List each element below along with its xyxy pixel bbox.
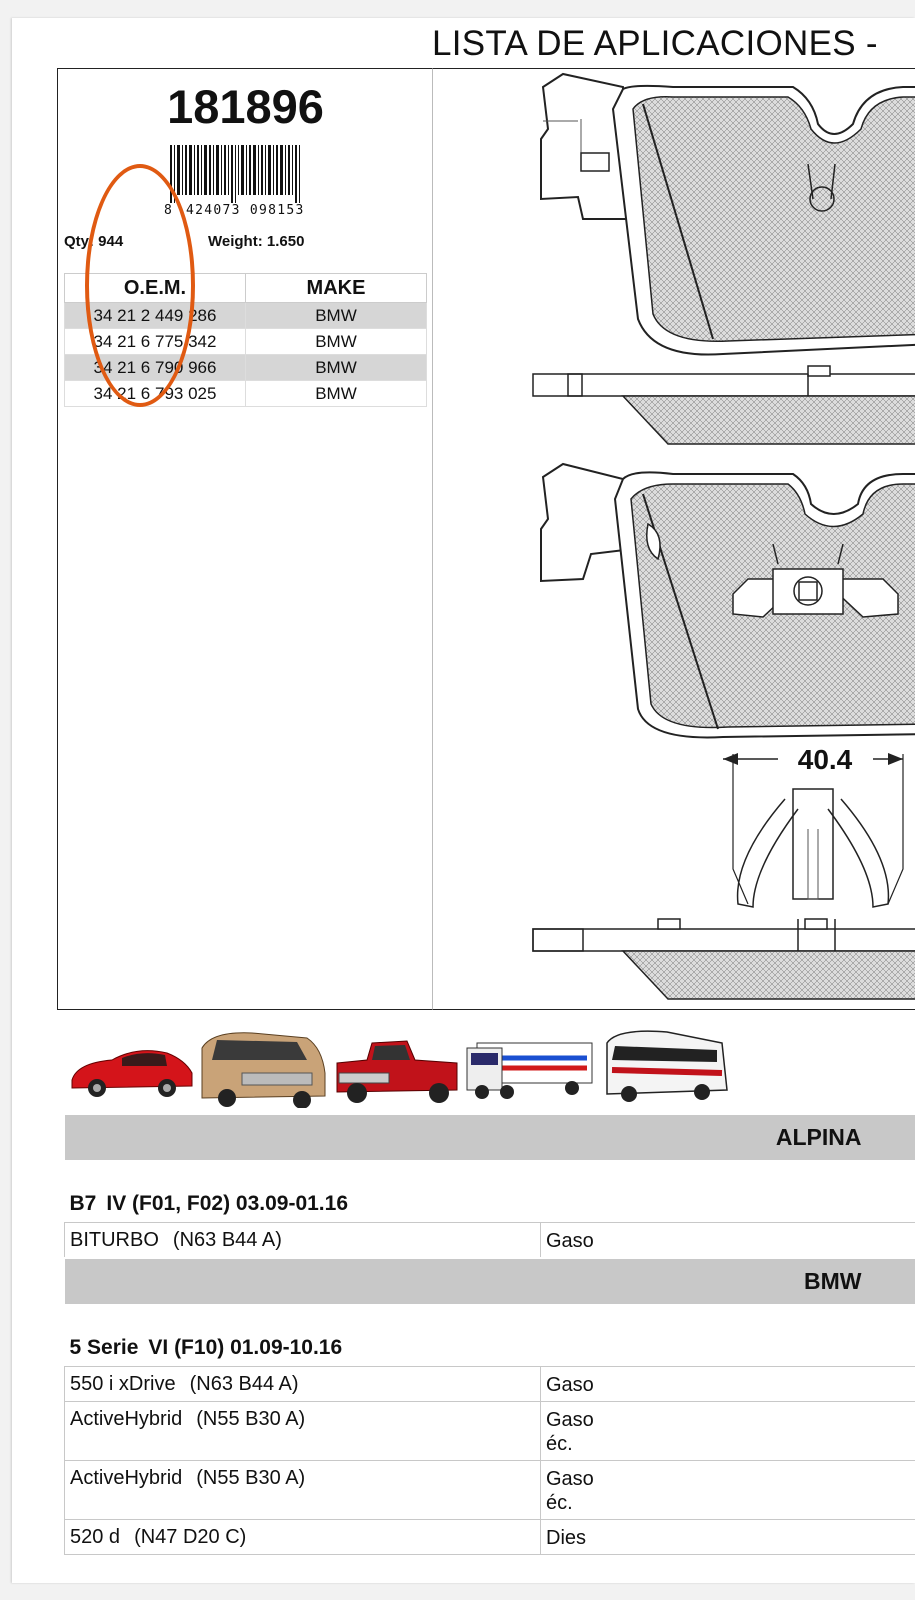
- engine-variant: ActiveHybrid: [70, 1408, 183, 1430]
- model-heading: 5 Serie VI (F10) 01.09-10.16: [65, 1305, 915, 1367]
- model-name: B7: [69, 1192, 97, 1215]
- engine-variant: BITURBO: [70, 1229, 159, 1251]
- engine-variant: 520 d: [70, 1526, 121, 1548]
- barcode-digits: 424073 098153: [186, 203, 305, 218]
- engine-code: (N55 B30 A): [196, 1467, 306, 1489]
- top-friction-material: [632, 96, 915, 343]
- model-name: 5 Serie: [69, 1336, 139, 1359]
- barcode-image: [170, 145, 300, 203]
- model-generation: VI (F10) 01.09-10.16: [148, 1336, 343, 1359]
- pickup-truck-icon: [336, 1040, 458, 1103]
- table-row: BITURBO (N63 B44 A) Gaso: [64, 1222, 915, 1259]
- engine-code: (N63 B44 A): [172, 1229, 282, 1251]
- minivan-icon: [201, 1032, 326, 1108]
- engine-code: (N55 B30 A): [196, 1408, 306, 1430]
- bottom-backing-plate: [540, 462, 634, 583]
- brake-pad-svg: 40.4: [532, 72, 915, 1000]
- applications-table: ALPINA B7 IV (F01, F02) 03.09-01.16 BITUR…: [64, 1113, 915, 1555]
- make-header: MAKE: [245, 273, 427, 303]
- sports-car-icon: [71, 1050, 193, 1097]
- make-band-bmw: BMW: [64, 1257, 915, 1306]
- semi-truck-icon: [466, 1042, 593, 1099]
- weight-label: Weight: 1.650: [208, 233, 305, 250]
- dimension-label: 40.4: [798, 744, 853, 775]
- model-generation: IV (F01, F02) 03.09-01.16: [106, 1192, 348, 1215]
- part-number: 181896: [167, 80, 324, 133]
- make-label: ALPINA: [64, 1113, 915, 1162]
- page-title: LISTA DE APLICACIONES -: [432, 24, 878, 63]
- fuel-type: Dies: [546, 1527, 587, 1549]
- brake-pad-drawing: 40.4: [432, 68, 915, 1010]
- top-backing-plate: [540, 72, 634, 220]
- table-row: 520 d (N47 D20 C) Dies: [64, 1519, 915, 1555]
- fuel-type-line2: éc.: [546, 1433, 573, 1455]
- vehicle-category-icons: [71, 1030, 728, 1108]
- oem-make: BMW: [245, 380, 427, 407]
- hand-drawn-circle-annotation: [85, 164, 195, 407]
- top-side-view: [532, 373, 915, 397]
- engine-code: (N47 D20 C): [134, 1526, 247, 1548]
- oem-make: BMW: [245, 328, 427, 355]
- bottom-side-view: [532, 928, 915, 952]
- fuel-type: Gaso: [546, 1374, 594, 1396]
- fuel-type-line2: éc.: [546, 1492, 573, 1514]
- oem-make: BMW: [245, 302, 427, 329]
- fuel-type: Gaso: [546, 1409, 594, 1431]
- table-row: 550 i xDrive (N63 B44 A) Gaso: [64, 1366, 915, 1402]
- fuel-type: Gaso: [546, 1468, 594, 1490]
- make-band-alpina: ALPINA: [64, 1113, 915, 1162]
- catalog-page: LISTA DE APLICACIONES - 181896: [12, 18, 915, 1583]
- fuel-type: Gaso: [546, 1230, 594, 1252]
- bus-icon: [606, 1030, 728, 1102]
- make-label: BMW: [64, 1257, 915, 1306]
- product-info-box: 181896: [57, 68, 433, 1010]
- model-heading: B7 IV (F01, F02) 03.09-01.16: [65, 1161, 915, 1223]
- oem-make: BMW: [245, 354, 427, 381]
- engine-variant: ActiveHybrid: [70, 1467, 183, 1489]
- engine-code: (N63 B44 A): [189, 1373, 299, 1395]
- engine-variant: 550 i xDrive: [70, 1373, 176, 1395]
